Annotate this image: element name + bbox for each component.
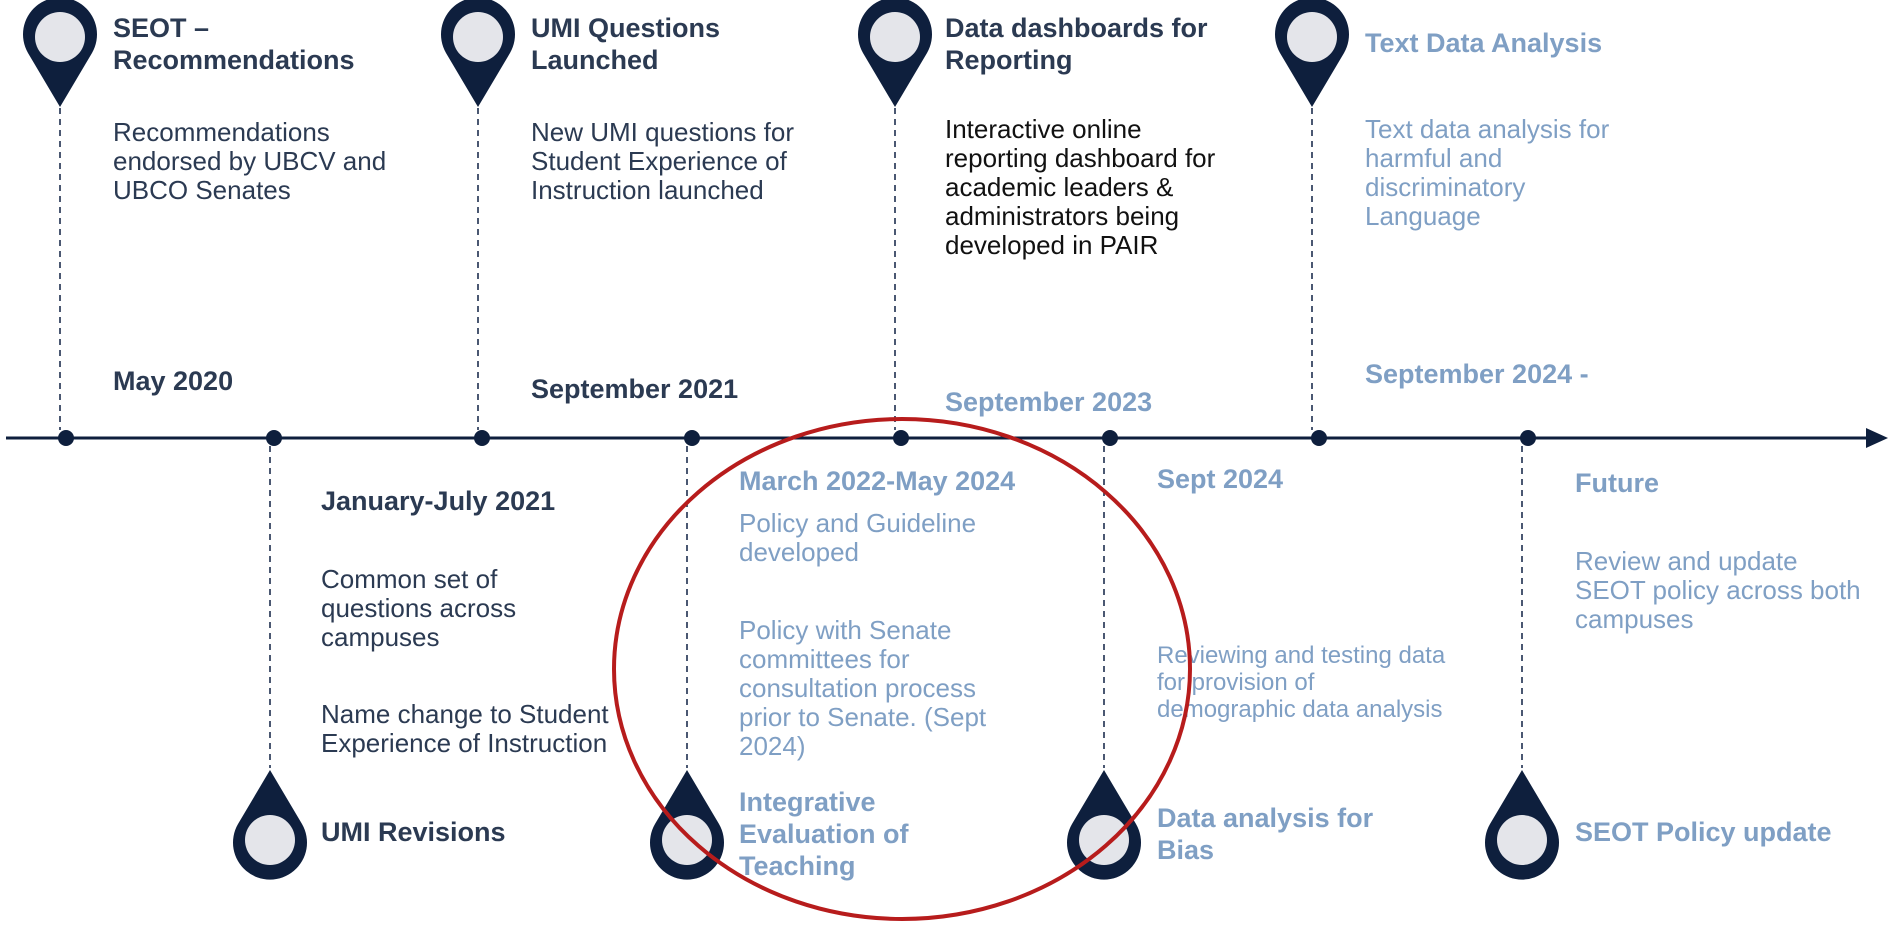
- milestone-date-seot-policy-update: Future: [1575, 468, 1659, 498]
- milestone-description-text-data-analysis: Text data analysis for harmful and discr…: [1365, 114, 1610, 231]
- map-pin-icon: [23, 0, 97, 107]
- timeline-dot: [474, 430, 490, 446]
- milestone-title-umi-revisions: UMI Revisions: [321, 817, 506, 847]
- milestone-title-integrative-evaluation: Integrative Evaluation of Teaching: [739, 787, 909, 881]
- milestone-title-seot-policy-update: SEOT Policy update: [1575, 817, 1832, 847]
- milestone-description-integrative-evaluation: Policy and Guideline developed: [739, 508, 977, 567]
- milestone-date-seot-recommendations: May 2020: [113, 366, 234, 396]
- map-pin-icon: [1067, 770, 1141, 880]
- timeline-dot: [684, 430, 700, 446]
- map-pin-icon: [1485, 770, 1559, 880]
- milestone-description-data-analysis-bias: Reviewing and testing data for provision…: [1157, 642, 1446, 723]
- timeline-dot: [1102, 430, 1118, 446]
- milestone-description-seot-recommendations: Recommendations endorsed by UBCV and UBC…: [113, 117, 387, 205]
- timeline-dot: [1311, 430, 1327, 446]
- milestone-description-umi-revisions: Common set of questions across campuses: [321, 564, 517, 652]
- milestone-title-umi-questions-launched: UMI Questions Launched: [531, 13, 721, 75]
- milestone-description-umi-questions-launched: New UMI questions for Student Experience…: [531, 117, 794, 205]
- milestone-description-data-dashboards: Interactive online reporting dashboard f…: [945, 114, 1216, 260]
- milestone-title-data-dashboards: Data dashboards for Reporting: [945, 13, 1208, 75]
- timeline-dot: [58, 430, 74, 446]
- milestone-title-seot-recommendations: SEOT – Recommendations: [113, 13, 355, 75]
- milestone-date-umi-questions-launched: September 2021: [531, 374, 739, 404]
- map-pin-icon: [441, 0, 515, 107]
- milestone-date-data-dashboards: September 2023: [945, 387, 1153, 417]
- milestone-description-2-integrative-evaluation: Policy with Senate committees for consul…: [739, 615, 987, 761]
- milestone-date-text-data-analysis: September 2024 -: [1365, 359, 1589, 389]
- milestone-title-text-data-analysis: Text Data Analysis: [1365, 28, 1603, 58]
- milestone-date-umi-revisions: January-July 2021: [321, 486, 556, 516]
- map-pin-icon: [233, 770, 307, 880]
- timeline-dot: [266, 430, 282, 446]
- milestone-description-seot-policy-update: Review and update SEOT policy across bot…: [1575, 546, 1861, 634]
- map-pin-icon: [1275, 0, 1349, 107]
- timeline-dot: [1520, 430, 1536, 446]
- timeline-dot: [893, 430, 909, 446]
- milestone-date-data-analysis-bias: Sept 2024: [1157, 464, 1284, 494]
- milestone-description-2-umi-revisions: Name change to Student Experience of Ins…: [321, 699, 609, 758]
- map-pin-icon: [858, 0, 932, 107]
- milestone-date-integrative-evaluation: March 2022-May 2024: [739, 466, 1016, 496]
- arrow-right-icon: [1866, 428, 1888, 448]
- milestone-title-data-analysis-bias: Data analysis for Bias: [1157, 803, 1374, 865]
- map-pin-icon: [650, 770, 724, 880]
